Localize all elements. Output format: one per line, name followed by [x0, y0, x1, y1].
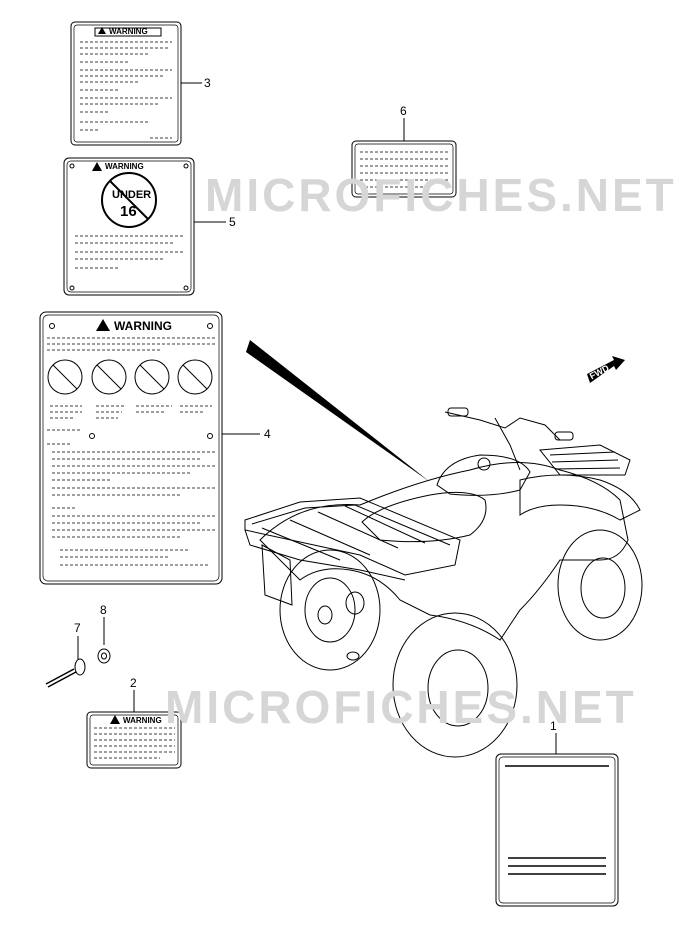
label-5-outline	[63, 157, 226, 296]
age-text: 16	[120, 203, 137, 220]
pointer-wedge	[246, 340, 430, 482]
callout-4: 4	[264, 427, 271, 441]
warning-triangle-2	[110, 715, 120, 724]
label-2-outline	[86, 690, 182, 769]
callout-8: 8	[100, 603, 107, 617]
warning-triangle-3	[98, 27, 106, 34]
warning-triangle-4	[96, 319, 110, 331]
label-4-outline	[39, 311, 260, 585]
watermark-bottom: MICROFICHES.NET	[165, 681, 637, 733]
atv-outline	[244, 407, 643, 758]
fwd-arrow-shape	[587, 356, 625, 383]
label-2-title: WARNING	[123, 716, 162, 725]
callout-7: 7	[74, 621, 81, 635]
callout-6: 6	[400, 104, 407, 118]
callout-1: 1	[550, 719, 557, 733]
label-5-title: WARNING	[105, 162, 144, 171]
callout-2: 2	[130, 676, 137, 690]
warning-triangle-5	[92, 162, 102, 171]
under-text: UNDER	[112, 189, 152, 201]
label-6-outline	[351, 118, 457, 198]
label-4-title: WARNING	[114, 319, 172, 333]
label-3-outline	[70, 21, 202, 146]
callout-3: 3	[204, 76, 211, 90]
bolt-and-washer	[45, 617, 111, 688]
label-3-title: WARNING	[109, 27, 148, 36]
label-1-outline	[495, 733, 619, 907]
callout-5: 5	[229, 215, 236, 229]
watermark-top: MICROFICHES.NET	[205, 169, 677, 221]
